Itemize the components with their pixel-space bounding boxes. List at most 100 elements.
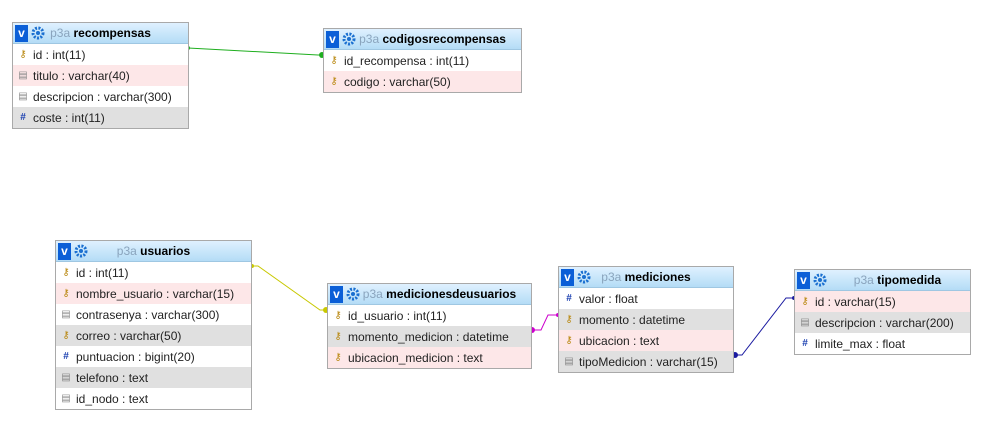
key-icon: ⚷ [330,76,338,87]
column-row[interactable]: ⚷ubicacion : text [559,330,733,351]
table-header[interactable]: v p3a recompensas [13,23,188,44]
column-row[interactable]: ⚷ id_recompensa : int(11) [324,50,521,71]
column-row[interactable]: ⚷ id : int(11) [13,44,188,65]
key-icon: ⚷ [330,55,338,66]
column-row[interactable]: ▤ titulo : varchar(40) [13,65,188,86]
column-row[interactable]: ▤descripcion : varchar(300) [13,86,188,107]
column-row[interactable]: # valor : float [559,288,733,309]
column-label: valor : float [579,291,638,306]
relation-usuarios-medicionesdeusuarios [252,265,327,311]
column-label: nombre_usuario : varchar(15) [76,286,235,301]
gear-icon[interactable] [74,244,88,258]
toggle-columns-button[interactable]: v [797,271,810,289]
column-row[interactable]: ⚷ correo : varchar(50) [56,325,251,346]
column-label: limite_max : float [815,336,906,351]
column-row[interactable]: # limite_max : float [795,333,970,354]
table-mediciones[interactable]: v p3a mediciones # valor : float ⚷momento … [558,266,734,373]
toggle-columns-button[interactable]: v [561,268,574,286]
column-label: id_nodo : text [76,391,149,406]
key-icon: ⚷ [62,288,70,299]
relation-mediciones-tipomedida [734,297,794,356]
table-title: p3a codigosrecompensas [359,32,506,46]
toggle-columns-button[interactable]: v [15,24,28,42]
key-icon: ⚷ [62,330,70,341]
gear-icon[interactable] [577,270,591,284]
toggle-columns-button[interactable]: v [326,30,339,48]
column-label: id_recompensa : int(11) [344,53,470,68]
column-label: descripcion : varchar(200) [815,315,954,330]
text-field-icon: ▤ [564,356,574,367]
text-field-icon: ▤ [61,393,71,404]
column-row[interactable]: # puntuacion : bigint(20) [56,346,251,367]
table-usuarios[interactable]: v p3a usuarios ⚷ id : int(11) ⚷ nombre_usua… [55,240,252,410]
column-row[interactable]: ▤ descripcion : varchar(200) [795,312,970,333]
gear-icon[interactable] [342,32,356,46]
table-header[interactable]: v p3a codigosrecompensas [324,29,521,50]
column-label: momento : datetime [579,312,686,327]
table-header[interactable]: v p3a mediciones [559,267,733,288]
column-row[interactable]: ⚷momento : datetime [559,309,733,330]
gear-icon[interactable] [31,26,45,40]
column-label: id : varchar(15) [815,294,896,309]
column-label: puntuacion : bigint(20) [76,349,195,364]
column-row[interactable]: ▤ tipoMedicion : varchar(15) [559,351,733,372]
column-row[interactable]: ⚷ momento_medicion : datetime [328,326,531,347]
column-label: codigo : varchar(50) [344,74,451,89]
key-icon: ⚷ [801,296,809,307]
text-field-icon: ▤ [800,317,810,328]
column-label: titulo : varchar(40) [33,68,130,83]
column-label: momento_medicion : datetime [348,329,509,344]
numeric-field-icon: # [566,293,572,304]
column-list: ⚷ id : int(11) ⚷ nombre_usuario : varchar(1… [56,262,251,409]
column-row[interactable]: ▤ telefono : text [56,367,251,388]
column-list: ⚷ id : varchar(15) ▤ descripcion : varchar(… [795,291,970,354]
key-icon: ⚷ [19,49,27,60]
column-row[interactable]: ▤ contrasenya : varchar(300) [56,304,251,325]
column-row[interactable]: ⚷ id : int(11) [56,262,251,283]
table-header[interactable]: v p3a medicionesdeusuarios [328,284,531,305]
column-row[interactable]: ▤ id_nodo : text [56,388,251,409]
table-title: p3a tipomedida [853,273,942,287]
key-icon: ⚷ [334,352,342,363]
text-field-icon: ▤ [61,372,71,383]
column-label: id : int(11) [33,47,86,62]
column-label: id : int(11) [76,265,129,280]
column-list: ⚷ id_usuario : int(11) ⚷ momento_medicion :… [328,305,531,368]
numeric-field-icon: # [63,351,69,362]
table-header[interactable]: v p3a usuarios [56,241,251,262]
key-icon: ⚷ [334,310,342,321]
column-label: telefono : text [76,370,149,385]
column-label: contrasenya : varchar(300) [76,307,220,322]
gear-icon[interactable] [813,273,827,287]
numeric-field-icon: # [802,338,808,349]
key-icon: ⚷ [334,331,342,342]
column-row[interactable]: #coste : int(11) [13,107,188,128]
column-list: # valor : float ⚷momento : datetime⚷ubicac… [559,288,733,372]
table-codigosrecompensas[interactable]: v p3a codigosrecompensas ⚷ id_recompensa … [323,28,522,93]
text-field-icon: ▤ [61,309,71,320]
numeric-field-icon: # [20,112,26,123]
column-row[interactable]: ⚷ ubicacion_medicion : text [328,347,531,368]
column-list: ⚷ id_recompensa : int(11) ⚷ codigo : varcha… [324,50,521,92]
table-header[interactable]: v p3a tipomedida [795,270,970,291]
column-row[interactable]: ⚷ id_usuario : int(11) [328,305,531,326]
gear-icon[interactable] [346,287,360,301]
toggle-columns-button[interactable]: v [330,285,343,303]
table-medicionesdeusuarios[interactable]: v p3a medicionesdeusuarios ⚷ id_usuario :… [327,283,532,369]
column-label: ubicacion : text [579,333,660,348]
text-field-icon: ▤ [18,91,28,102]
key-icon: ⚷ [62,267,70,278]
toggle-columns-button[interactable]: v [58,242,71,260]
column-label: correo : varchar(50) [76,328,182,343]
text-field-icon: ▤ [18,70,28,81]
column-label: id_usuario : int(11) [348,308,447,323]
column-label: tipoMedicion : varchar(15) [579,354,718,369]
relation-recompensas-codigosrecompensas [187,47,323,56]
table-tipomedida[interactable]: v p3a tipomedida ⚷ id : varchar(15) ▤ descr… [794,269,971,355]
relation-medicionesdeusuarios-mediciones [531,314,558,331]
column-label: ubicacion_medicion : text [348,350,483,365]
column-row[interactable]: ⚷ nombre_usuario : varchar(15) [56,283,251,304]
column-row[interactable]: ⚷ codigo : varchar(50) [324,71,521,92]
column-row[interactable]: ⚷ id : varchar(15) [795,291,970,312]
table-recompensas[interactable]: v p3a recompensas ⚷ id : int(11) ▤ titulo :… [12,22,189,129]
